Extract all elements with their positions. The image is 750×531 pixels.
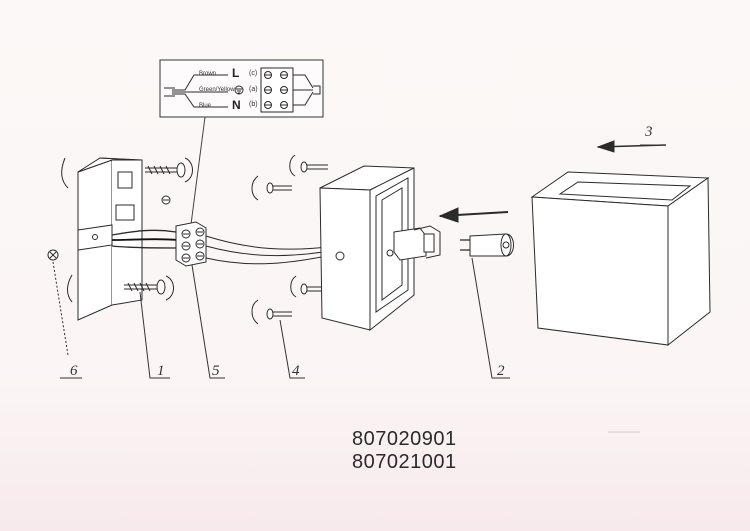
insert-arrow — [438, 207, 509, 223]
slide-arrow — [596, 140, 667, 153]
wire-label-blue: Blue — [199, 103, 212, 109]
part-number-4: 4 — [292, 363, 300, 379]
terminal-block — [175, 221, 207, 267]
small-screw — [161, 195, 171, 205]
long-screws — [61, 157, 193, 303]
cover-screw — [47, 249, 69, 356]
cables — [111, 229, 179, 249]
lamp-housing-frame — [319, 165, 415, 332]
model-number-2: 807021001 — [352, 451, 457, 473]
lamp-wires — [205, 235, 337, 265]
wire-label-brown: Brown — [199, 71, 217, 77]
terminal-neutral-label: N — [232, 98, 241, 112]
terminal-code-a: (a) — [249, 86, 258, 93]
part-leaders — [60, 144, 666, 379]
cube-cover — [530, 171, 711, 347]
wiring-inset — [159, 59, 324, 118]
g9-bulb — [460, 233, 514, 257]
wall-mounting-box — [77, 157, 143, 321]
lamp-holder — [386, 225, 441, 261]
model-number-1: 807020901 — [352, 428, 457, 450]
part-number-6: 6 — [70, 363, 78, 379]
terminal-code-b: (b) — [249, 101, 258, 108]
part-number-2: 2 — [497, 363, 505, 379]
short-screws — [251, 154, 328, 325]
wire-label-green-yellow: Green/Yellow — [199, 87, 235, 93]
terminal-live-label: L — [232, 66, 240, 80]
part-number-1: 1 — [157, 363, 165, 379]
part-number-3: 3 — [645, 124, 653, 140]
part-number-5: 5 — [212, 363, 220, 379]
terminal-code-c: (c) — [249, 70, 258, 77]
